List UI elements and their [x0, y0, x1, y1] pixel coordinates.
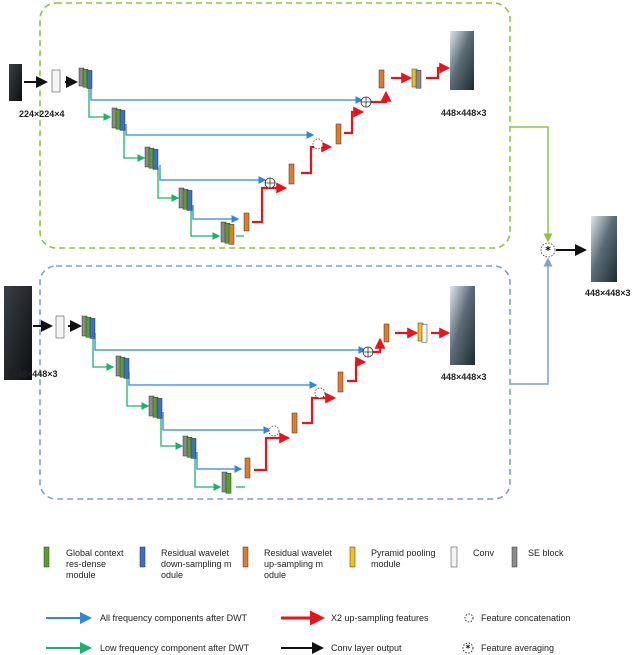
- legend-se-label: SE block: [528, 548, 564, 558]
- top-up3-0: [335, 123, 342, 145]
- bottom-conv: [55, 315, 65, 339]
- feature-avg-node: [540, 242, 556, 258]
- top-output-image: [450, 31, 474, 90]
- legend-all-freq-label: All frequency components after DWT: [100, 613, 248, 623]
- top-input-size-label: 224×224×4: [19, 109, 65, 119]
- legend-green-swatch-0: [43, 546, 50, 568]
- blocks-layer: [43, 67, 518, 568]
- top-enc2-2: [119, 110, 126, 131]
- bottom-branch-border: [39, 265, 511, 500]
- final-output-size-label: 448×448×3: [585, 288, 631, 298]
- top-branch-border: [39, 2, 511, 249]
- bottom-output-image: [450, 286, 475, 365]
- top-bottleneck-2: [228, 224, 235, 245]
- legend-concat-label: Feature concatenation: [481, 613, 571, 623]
- top-merge-arrow: [510, 126, 553, 243]
- top-output-size-label: 448×448×3: [441, 108, 487, 118]
- legend-avg-label: Feature averaging: [481, 643, 554, 653]
- bot-enc3-2: [156, 398, 163, 419]
- legend-low-freq-label: Low frequency component after DWT: [100, 643, 250, 653]
- top-enc3-2: [152, 149, 159, 170]
- bot-up1-0: [244, 457, 251, 479]
- symbols-layer: *: [264, 96, 556, 437]
- legend-conv-swatch: [450, 546, 458, 568]
- legend-se-swatch-0: [511, 546, 518, 568]
- top-enc4-2: [186, 190, 193, 211]
- bot-enc4-2: [190, 438, 197, 459]
- legend-conv-out-label: Conv layer output: [331, 643, 402, 653]
- legend-x2-up-label: X2 up-sampling features: [331, 613, 429, 623]
- top-pyramid-1: [415, 69, 422, 89]
- bottom-input-size-label: 448×448×3: [12, 369, 58, 379]
- bot-up4-0: [383, 323, 390, 343]
- top-up2-0: [288, 163, 295, 185]
- bot-concat-2: [268, 425, 280, 437]
- legend-avg-icon: [462, 642, 474, 654]
- bottom-merge-arrow: [510, 257, 553, 385]
- bot-sum-1-cross: [363, 347, 373, 357]
- top-input-image: [9, 64, 22, 101]
- legend-concat-icon: [464, 613, 474, 623]
- top-sum-2-cross: [265, 178, 275, 188]
- bot-concat-1: [314, 387, 326, 399]
- bottom-branch-connections: [92, 327, 451, 491]
- legend-blue-swatch-0: [139, 546, 146, 568]
- legend-avg-star: *: [466, 644, 471, 654]
- final-output-image: [591, 216, 617, 282]
- bottom-output-size-label: 448×448×3: [441, 372, 487, 382]
- top-concat-1: [312, 138, 324, 150]
- bot-enc2-2: [123, 358, 130, 379]
- bottom-input-image: [4, 286, 32, 380]
- top-conv: [51, 69, 61, 93]
- top-branch-connections: [88, 62, 451, 240]
- feature-avg-star: *: [545, 244, 551, 257]
- bot-enc1-2: [89, 318, 96, 339]
- top-sum-1-cross: [361, 97, 371, 107]
- legend-orange-swatch-0: [242, 546, 249, 568]
- bot-up2-0: [291, 412, 298, 434]
- bot-pyramid-1: [421, 323, 428, 343]
- top-enc1-2: [86, 70, 93, 89]
- top-up1-0: [243, 212, 250, 232]
- bot-up3-0: [337, 371, 344, 393]
- legend-yellow-swatch-0: [349, 546, 356, 568]
- top-up4-0: [378, 69, 385, 89]
- legend-conv-label: Conv: [473, 548, 495, 558]
- bot-bottleneck-1: [225, 472, 232, 494]
